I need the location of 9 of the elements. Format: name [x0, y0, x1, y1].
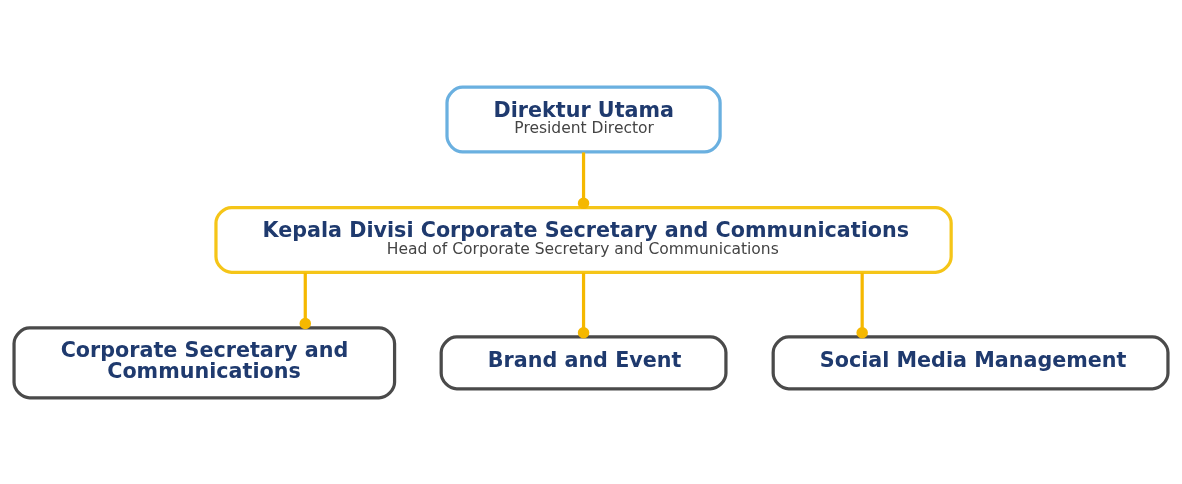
connector — [577, 272, 590, 338]
node-box: Kepala Divisi Corporate Secretary and Communications Head of Corporate Secretary and Communications — [214, 205, 953, 274]
connector — [577, 151, 590, 209]
connector — [856, 272, 868, 338]
node-box: Direktur Utama President Director — [445, 85, 722, 153]
node-box: Social Media Management — [771, 334, 1170, 390]
node-box: Brand and Event — [439, 334, 728, 390]
connector — [299, 272, 312, 329]
node-box: Corporate Secretary and Communications — [12, 325, 397, 399]
